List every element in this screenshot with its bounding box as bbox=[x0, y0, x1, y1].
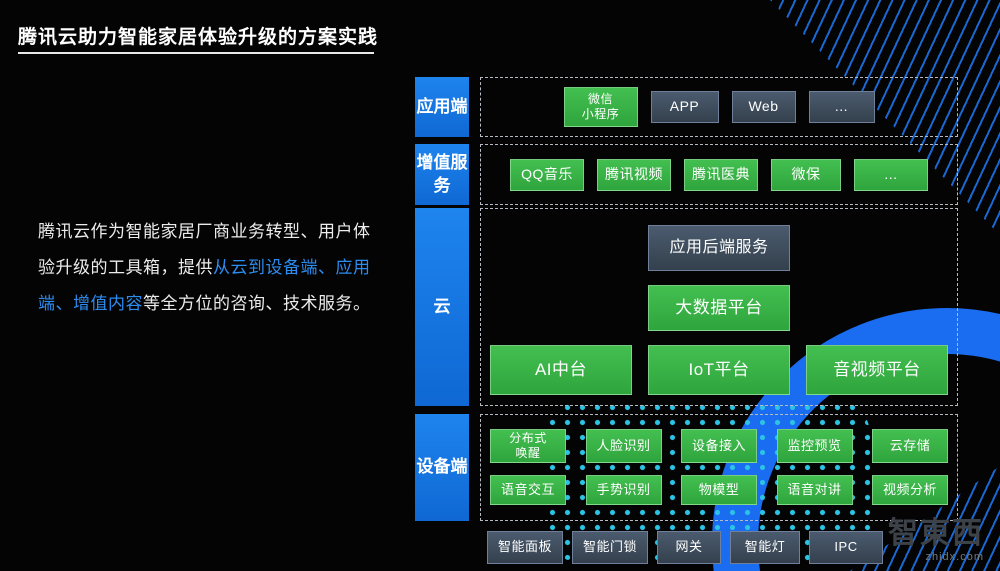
box-distributed-wakeup: 分布式 唤醒 bbox=[490, 429, 566, 463]
box-weibao: 微保 bbox=[771, 158, 841, 191]
box-device-access: 设备接入 bbox=[681, 429, 757, 463]
layer-area-application: 微信 小程序 APP Web ... bbox=[480, 77, 958, 137]
layer-label-cloud: 云 bbox=[415, 208, 469, 406]
layer-row-value-added-services: 增值服务 QQ音乐 腾讯视频 腾讯医典 微保 ... bbox=[415, 144, 958, 205]
watermark-domain: zhidx.com bbox=[925, 551, 984, 563]
box-smart-panel: 智能面板 bbox=[487, 531, 563, 564]
box-app: APP bbox=[650, 91, 719, 123]
box-voice-interaction: 语音交互 bbox=[490, 475, 566, 505]
box-tencent-medical: 腾讯医典 bbox=[684, 158, 758, 191]
box-voice-intercom: 语音对讲 bbox=[776, 475, 853, 505]
layer-area-device: 分布式 唤醒 人脸识别 设备接入 监控预览 云存储 语音交互 手势识别 物模型 … bbox=[480, 414, 958, 521]
layer-row-cloud: 云 应用后端服务 大数据平台 AI中台 IoT平台 音视频平台 bbox=[415, 208, 958, 406]
layer-area-value-added-services: QQ音乐 腾讯视频 腾讯医典 微保 ... bbox=[480, 144, 958, 205]
box-cloud-storage: 云存储 bbox=[872, 429, 948, 463]
box-audio-video-platform: 音视频平台 bbox=[806, 345, 948, 395]
box-face-recognition: 人脸识别 bbox=[585, 429, 662, 463]
cloud-platform-row: AI中台 IoT平台 音视频平台 bbox=[481, 345, 957, 395]
box-web: Web bbox=[731, 91, 796, 123]
box-app-backend-service: 应用后端服务 bbox=[648, 225, 790, 271]
title-underline bbox=[18, 52, 374, 54]
hardware-row: 智能面板 智能门锁 网关 智能灯 IPC bbox=[487, 531, 883, 564]
box-smart-lock: 智能门锁 bbox=[572, 531, 648, 564]
layer-row-application: 应用端 微信 小程序 APP Web ... bbox=[415, 77, 958, 137]
intro-text-before: 腾讯云作为智能家居厂商业务转型、用户体验升级的工具箱，提供 bbox=[38, 222, 371, 277]
box-thing-model: 物模型 bbox=[681, 475, 757, 505]
layer-label-value-added-services: 增值服务 bbox=[415, 144, 469, 205]
box-monitor-preview: 监控预览 bbox=[776, 429, 853, 463]
box-smart-light: 智能灯 bbox=[730, 531, 800, 564]
box-vas-more: ... bbox=[854, 158, 928, 191]
layer-area-cloud: 应用后端服务 大数据平台 AI中台 IoT平台 音视频平台 bbox=[480, 208, 958, 406]
intro-text-highlight: 从云到设备端、应用端、增值内容 bbox=[38, 258, 371, 313]
layer-label-device: 设备端 bbox=[415, 414, 469, 521]
layer-row-device: 设备端 分布式 唤醒 人脸识别 设备接入 监控预览 云存储 语音交互 手势识别 … bbox=[415, 414, 958, 521]
device-capability-row-1: 分布式 唤醒 人脸识别 设备接入 监控预览 云存储 bbox=[481, 429, 957, 463]
box-big-data-platform: 大数据平台 bbox=[648, 285, 790, 331]
box-tencent-video: 腾讯视频 bbox=[597, 158, 671, 191]
box-qq-music: QQ音乐 bbox=[510, 158, 584, 191]
watermark: 智東西 zhidx.com bbox=[888, 517, 984, 564]
box-app-more: ... bbox=[808, 91, 875, 123]
layer-label-application: 应用端 bbox=[415, 77, 469, 137]
box-iot-platform: IoT平台 bbox=[648, 345, 790, 395]
box-video-analysis: 视频分析 bbox=[872, 475, 948, 505]
slide-title: 腾讯云助力智能家居体验升级的方案实践 bbox=[18, 27, 379, 48]
device-capability-row-2: 语音交互 手势识别 物模型 语音对讲 视频分析 bbox=[481, 475, 957, 505]
box-ai-platform: AI中台 bbox=[490, 345, 632, 395]
watermark-logo: 智東西 bbox=[888, 517, 984, 550]
intro-text-after: 等全方位的咨询、技术服务。 bbox=[143, 294, 371, 313]
intro-paragraph: 腾讯云作为智能家居厂商业务转型、用户体验升级的工具箱，提供从云到设备端、应用端、… bbox=[38, 214, 382, 322]
box-gesture-recognition: 手势识别 bbox=[585, 475, 662, 505]
box-gateway: 网关 bbox=[657, 531, 721, 564]
box-ipc: IPC bbox=[809, 531, 883, 564]
box-wechat-miniprogram: 微信 小程序 bbox=[563, 87, 638, 127]
